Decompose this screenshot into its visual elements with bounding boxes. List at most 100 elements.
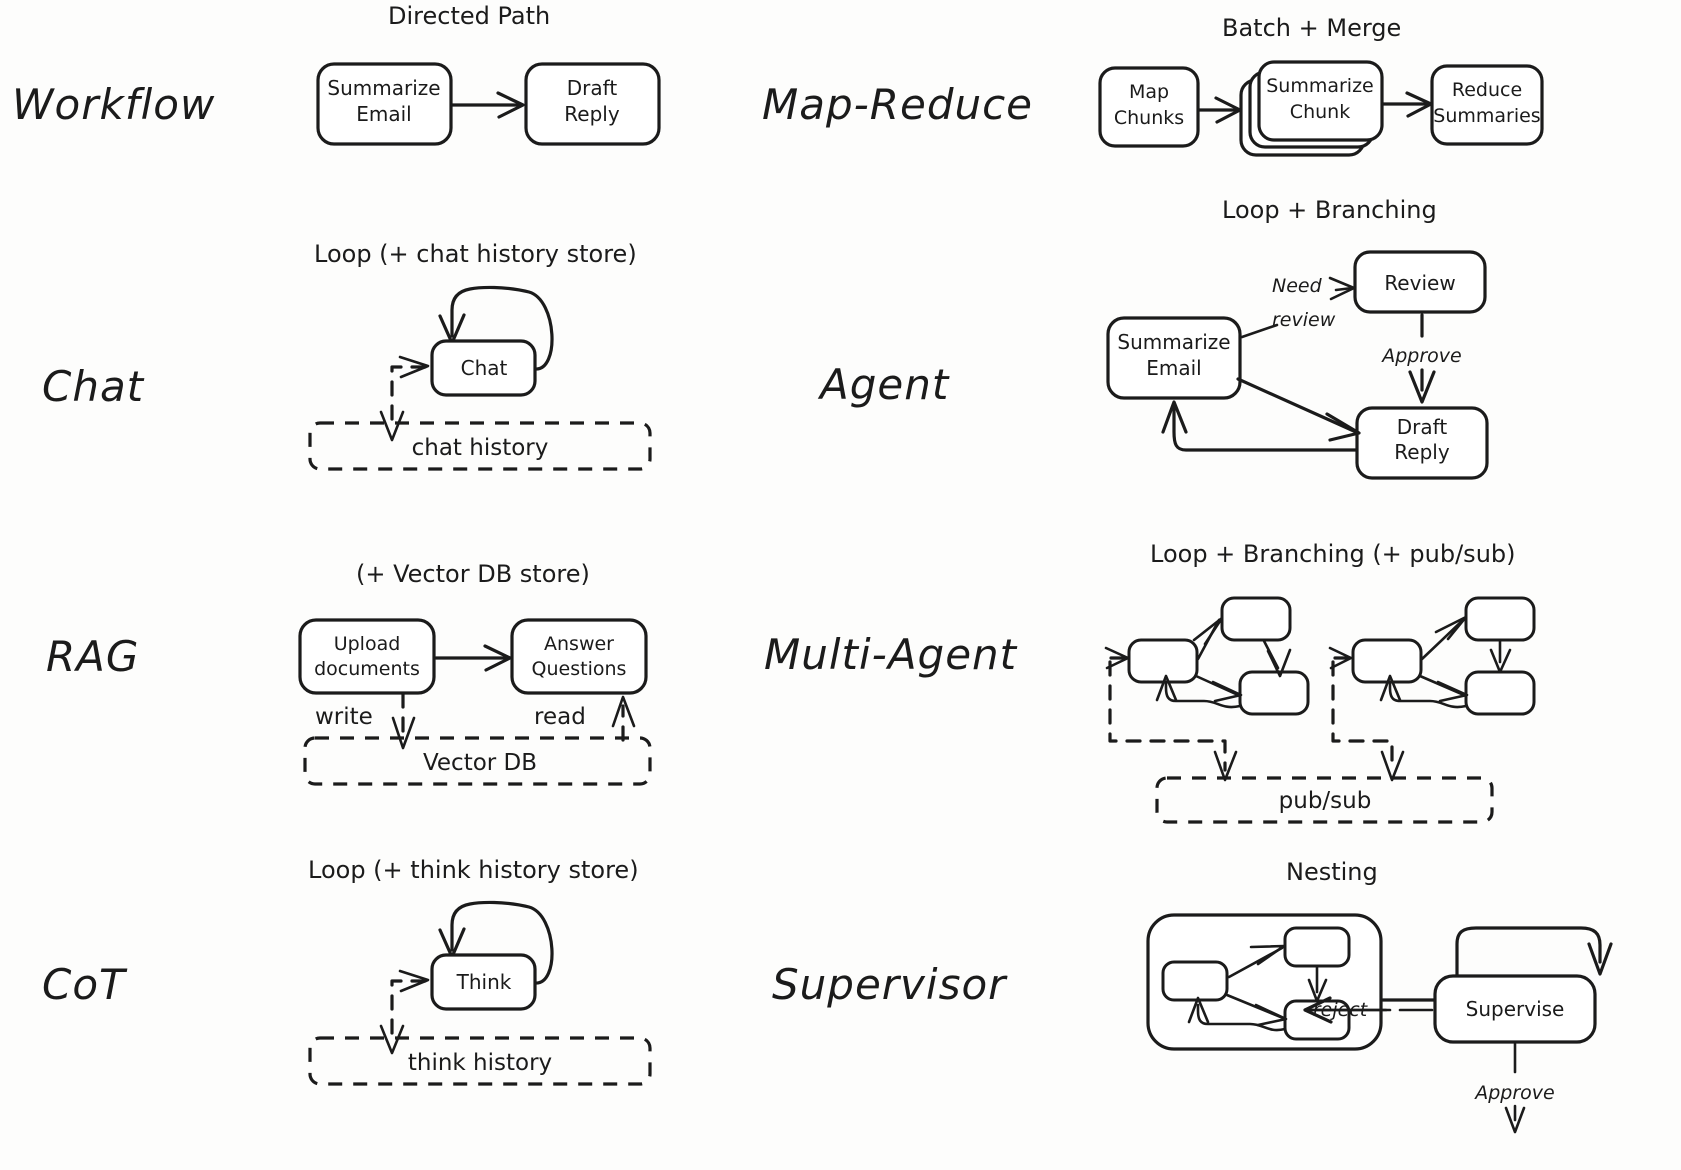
row-label-rag: RAG bbox=[46, 632, 140, 681]
edge-chunk-to-reduce-arrowhead bbox=[1405, 91, 1433, 118]
node-supervise[interactable] bbox=[1433, 974, 1597, 1044]
node-supervise-label: Supervise bbox=[1466, 997, 1565, 1021]
edge-draft-to-summarize-loop bbox=[1172, 406, 1358, 452]
edge-a2-a3-arrowhead bbox=[1266, 648, 1292, 678]
edge-chat-self-loop bbox=[450, 285, 554, 371]
node-review[interactable] bbox=[1353, 250, 1487, 314]
node-sub-1[interactable] bbox=[1161, 960, 1229, 1002]
node-draft-reply-line2: Reply bbox=[564, 102, 620, 126]
store-vector-db bbox=[303, 736, 652, 786]
caption-batch-merge: Batch + Merge bbox=[1222, 14, 1402, 42]
workflow-group: Summarize Email Draft Reply bbox=[316, 62, 661, 146]
edge-b3-b1-return-arrowhead bbox=[1379, 674, 1402, 702]
edge-chat-history-link bbox=[390, 365, 427, 432]
edge-b-subscribe-arrowhead bbox=[1328, 646, 1353, 670]
edge-b1-b3 bbox=[1418, 674, 1466, 697]
edge-label-approve-out: Approve bbox=[1473, 1082, 1555, 1104]
row-label-workflow: Workflow bbox=[12, 80, 216, 129]
edge-a-publish-arrowhead bbox=[1213, 750, 1238, 782]
edge-b1-b3-arrowhead bbox=[1436, 680, 1469, 703]
agent-group: Summarize Email Review Draft Reply Need … bbox=[1106, 250, 1489, 480]
caption-loop-think: Loop (+ think history store) bbox=[308, 856, 639, 884]
node-agent-summarize-line2: Email bbox=[1146, 356, 1202, 380]
edge-b-publish bbox=[1331, 660, 1394, 772]
caption-nesting: Nesting bbox=[1286, 858, 1378, 886]
edge-review-to-draft-arrowhead bbox=[1408, 370, 1436, 404]
node-answer-line2: Questions bbox=[532, 658, 627, 680]
edge-read-arrowhead bbox=[611, 695, 636, 728]
edge-sub3-sub1-return-arrowhead bbox=[1187, 996, 1210, 1024]
edge-a1-a3-arrowhead bbox=[1211, 680, 1243, 703]
edge-summarize-to-draft-arrowhead bbox=[496, 91, 525, 119]
multi-agent-cluster-a bbox=[1104, 596, 1310, 782]
edge-label-read: read bbox=[534, 704, 586, 730]
edge-sub3-sub1-return bbox=[1196, 1003, 1287, 1032]
edge-a1-a2-arrowhead bbox=[1192, 616, 1224, 646]
node-answer-questions[interactable] bbox=[510, 618, 648, 695]
multi-agent-group: pub/sub bbox=[1104, 596, 1536, 824]
edge-into-chat-arrowhead bbox=[398, 355, 430, 379]
multi-agent-cluster-b bbox=[1328, 596, 1536, 782]
node-summarize-email-line1: Summarize bbox=[327, 76, 440, 100]
edge-upload-to-answer-arrowhead bbox=[483, 644, 512, 672]
chat-group: Chat chat history bbox=[308, 285, 652, 471]
edge-b1-b2 bbox=[1420, 618, 1465, 661]
node-cluster-b-2[interactable] bbox=[1464, 596, 1536, 642]
edge-sub2-sub3-arrowhead bbox=[1307, 978, 1328, 1003]
node-chat[interactable] bbox=[430, 339, 537, 397]
node-cluster-a-1[interactable] bbox=[1127, 638, 1199, 684]
caption-loop-branching-pubsub: Loop + Branching (+ pub/sub) bbox=[1150, 540, 1516, 568]
node-agent-draft-reply[interactable] bbox=[1355, 406, 1489, 480]
store-pub-sub bbox=[1155, 776, 1494, 824]
edge-b2-b3-arrowhead bbox=[1489, 648, 1512, 674]
edge-summarize-to-review bbox=[1334, 286, 1354, 292]
edge-summarize-to-draft-arrowhead bbox=[1325, 412, 1361, 442]
node-upload-line1: Upload bbox=[334, 633, 401, 655]
row-label-supervisor: Supervisor bbox=[772, 960, 1007, 1009]
edge-into-think-arrowhead bbox=[398, 969, 430, 993]
node-think[interactable] bbox=[430, 953, 537, 1011]
edge-to-chat-history-arrowhead bbox=[379, 410, 405, 442]
node-review-label: Review bbox=[1384, 271, 1455, 295]
node-summarize-chunk-line1: Summarize bbox=[1266, 75, 1374, 97]
supervisor-group: Supervise reject Approve bbox=[1146, 913, 1613, 1134]
caption-loop-branching: Loop + Branching bbox=[1222, 196, 1437, 224]
edge-label-need: Need bbox=[1272, 275, 1323, 297]
edge-summarize-to-review-stub bbox=[1240, 323, 1279, 339]
edge-draft-to-summarize-arrowhead bbox=[1161, 400, 1188, 434]
edge-to-think-history-arrowhead bbox=[379, 1024, 405, 1055]
edge-b1-b2-arrowhead bbox=[1434, 615, 1468, 641]
node-upload-documents[interactable] bbox=[298, 618, 436, 695]
edge-supervise-approve-arrowhead bbox=[1504, 1106, 1526, 1134]
row-label-map-reduce: Map-Reduce bbox=[762, 80, 1034, 129]
edge-reject-arrowhead bbox=[1303, 996, 1333, 1024]
node-summarize-chunk-line2: Chunk bbox=[1290, 101, 1350, 123]
node-upload-line2: documents bbox=[314, 658, 420, 680]
node-chat-label: Chat bbox=[461, 356, 508, 380]
edge-summarize-to-draft bbox=[1236, 377, 1358, 434]
node-cluster-b-1[interactable] bbox=[1351, 638, 1423, 684]
node-agent-summarize-email[interactable] bbox=[1106, 316, 1242, 400]
edge-b3-b1-return bbox=[1388, 681, 1468, 709]
node-cluster-a-3[interactable] bbox=[1238, 670, 1310, 716]
cot-group: Think think history bbox=[308, 900, 652, 1086]
node-draft-reply[interactable] bbox=[524, 62, 661, 146]
node-cluster-a-2[interactable] bbox=[1220, 596, 1292, 642]
caption-directed-path: Directed Path bbox=[388, 2, 551, 30]
edge-sub1-sub3-arrowhead bbox=[1254, 1003, 1288, 1027]
rag-group: Upload documents Answer Questions write … bbox=[298, 618, 652, 786]
store-think-history-label: think history bbox=[408, 1050, 552, 1076]
edge-a3-a1-return-arrowhead bbox=[1155, 674, 1178, 702]
node-summarize-chunk[interactable] bbox=[1257, 60, 1384, 142]
caption-vector-db-store: (+ Vector DB store) bbox=[356, 560, 590, 588]
node-cluster-b-3[interactable] bbox=[1464, 670, 1536, 716]
edge-map-to-chunk-arrowhead bbox=[1214, 96, 1242, 124]
node-agent-summarize-line1: Summarize bbox=[1117, 330, 1230, 354]
node-think-label: Think bbox=[456, 970, 512, 994]
node-reduce-summaries-line1: Reduce bbox=[1452, 79, 1522, 101]
edge-a-subscribe-arrowhead bbox=[1104, 646, 1130, 670]
node-sub-2[interactable] bbox=[1283, 926, 1351, 968]
node-map-chunks[interactable] bbox=[1098, 66, 1200, 148]
